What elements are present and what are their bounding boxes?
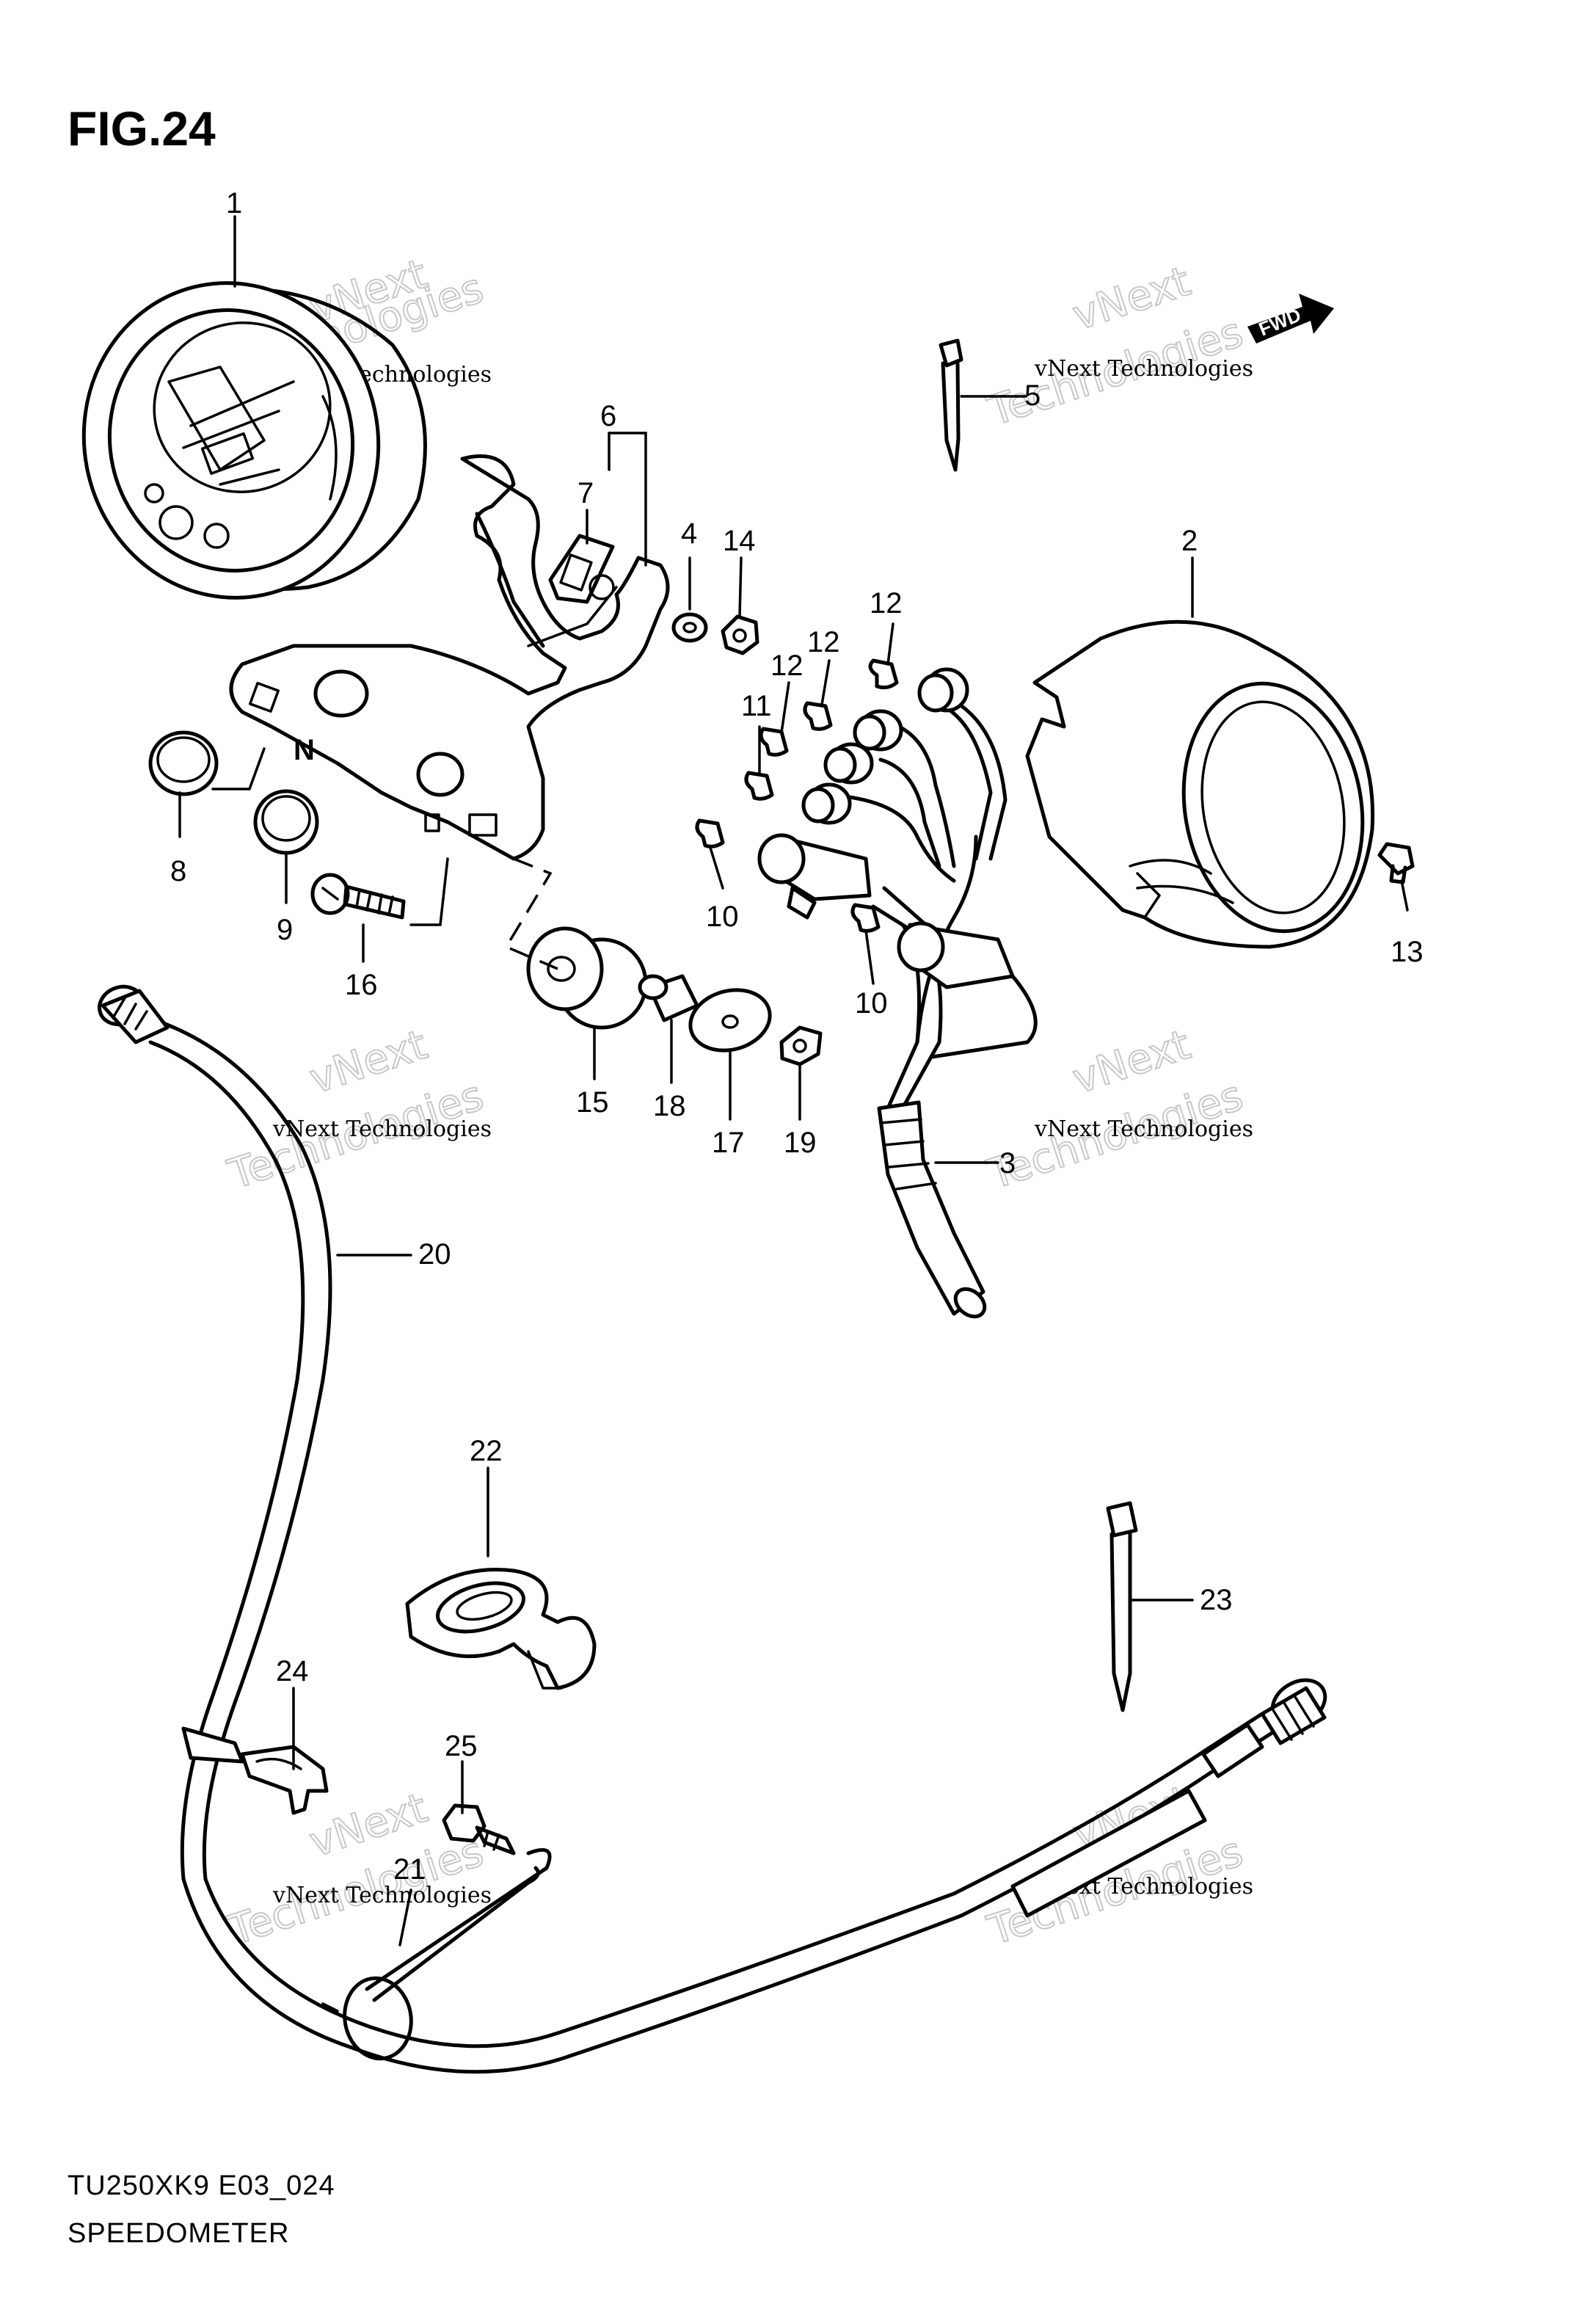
callout-12b: 12	[807, 626, 840, 658]
callout-12c: 12	[770, 650, 804, 682]
callout-22: 22	[470, 1435, 503, 1467]
grommet-15	[526, 926, 648, 1030]
wire-clamp-21	[321, 1848, 552, 2061]
dial-letter: N	[294, 734, 315, 766]
leader-lines	[178, 215, 1409, 1946]
cap-9	[253, 789, 319, 855]
callout-25: 25	[445, 1730, 478, 1762]
cable-tie-23	[1106, 1501, 1138, 1712]
cable-clamp-24	[181, 1726, 329, 1815]
callout-8: 8	[170, 855, 186, 887]
callout-7: 7	[577, 477, 594, 509]
bolt-25	[442, 1803, 516, 1855]
watermark-text: vNext Technologies	[272, 1883, 492, 1908]
wiring-harness-3	[695, 658, 1038, 1319]
fwd-arrow: FWD	[1247, 294, 1334, 343]
callout-5: 5	[1024, 379, 1041, 412]
callout-23: 23	[1200, 1584, 1233, 1616]
callout-12a: 12	[870, 587, 903, 619]
figure-caption: SPEEDOMETER	[68, 2218, 289, 2249]
callout-1: 1	[226, 187, 242, 219]
washer-17	[688, 988, 772, 1053]
speedometer-gauge	[81, 281, 427, 600]
nut-14	[721, 614, 759, 655]
callout-13: 13	[1391, 936, 1424, 968]
nut-hole	[732, 628, 747, 643]
screw-13	[1377, 842, 1415, 884]
callout-9: 9	[277, 914, 293, 946]
callout-20: 20	[418, 1238, 451, 1270]
callout-21: 21	[393, 1853, 426, 1886]
callout-4: 4	[681, 517, 697, 550]
model-code: TU250XK9 E03_024	[68, 2170, 335, 2201]
watermark-text: vNext Technologies	[272, 1116, 492, 1142]
callout-10b: 10	[855, 987, 888, 1019]
washer-hole	[682, 622, 697, 633]
callout-10a: 10	[706, 901, 739, 933]
screw-16	[310, 873, 406, 920]
cable-tie-5	[939, 338, 963, 472]
callout-18: 18	[653, 1090, 686, 1122]
indicator-lamp	[548, 534, 615, 604]
callout-2: 2	[1181, 525, 1198, 557]
nut-19	[779, 1025, 823, 1066]
knob-22	[405, 1567, 597, 1690]
figure-title: FIG.24	[68, 101, 216, 156]
washer-4	[671, 612, 708, 643]
callout-6: 6	[600, 400, 616, 432]
speedometer-cable-20	[98, 984, 1327, 2074]
watermark-text: vNext Technologies	[1034, 356, 1253, 382]
fwd-label: FWD	[1256, 304, 1304, 341]
watermark-text: vNext Technologies	[1034, 1116, 1253, 1142]
callout-17: 17	[712, 1127, 745, 1159]
callout-11: 11	[741, 690, 772, 722]
callout-24: 24	[276, 1655, 309, 1687]
watermark-mid-right: Technologies vNext vNext Technologies	[981, 1020, 1253, 1200]
callout-15: 15	[576, 1086, 609, 1119]
watermark-mid-left: Technologies vNext vNext Technologies	[222, 1020, 492, 1200]
collar-18	[638, 974, 699, 1022]
callout-3: 3	[999, 1147, 1016, 1179]
cap-8	[148, 730, 219, 796]
callout-labels: 1 2 3 4 5 6 7 8 9 10 10 11 12 12 12 13 1…	[170, 187, 1424, 1886]
callout-16: 16	[345, 969, 378, 1001]
meter-bracket: N	[229, 454, 670, 861]
callout-19: 19	[784, 1127, 817, 1159]
meter-case-2	[1025, 619, 1375, 949]
watermark-top-right: Technologies vNext vNext Technologies	[981, 257, 1253, 437]
callout-14: 14	[723, 525, 756, 557]
